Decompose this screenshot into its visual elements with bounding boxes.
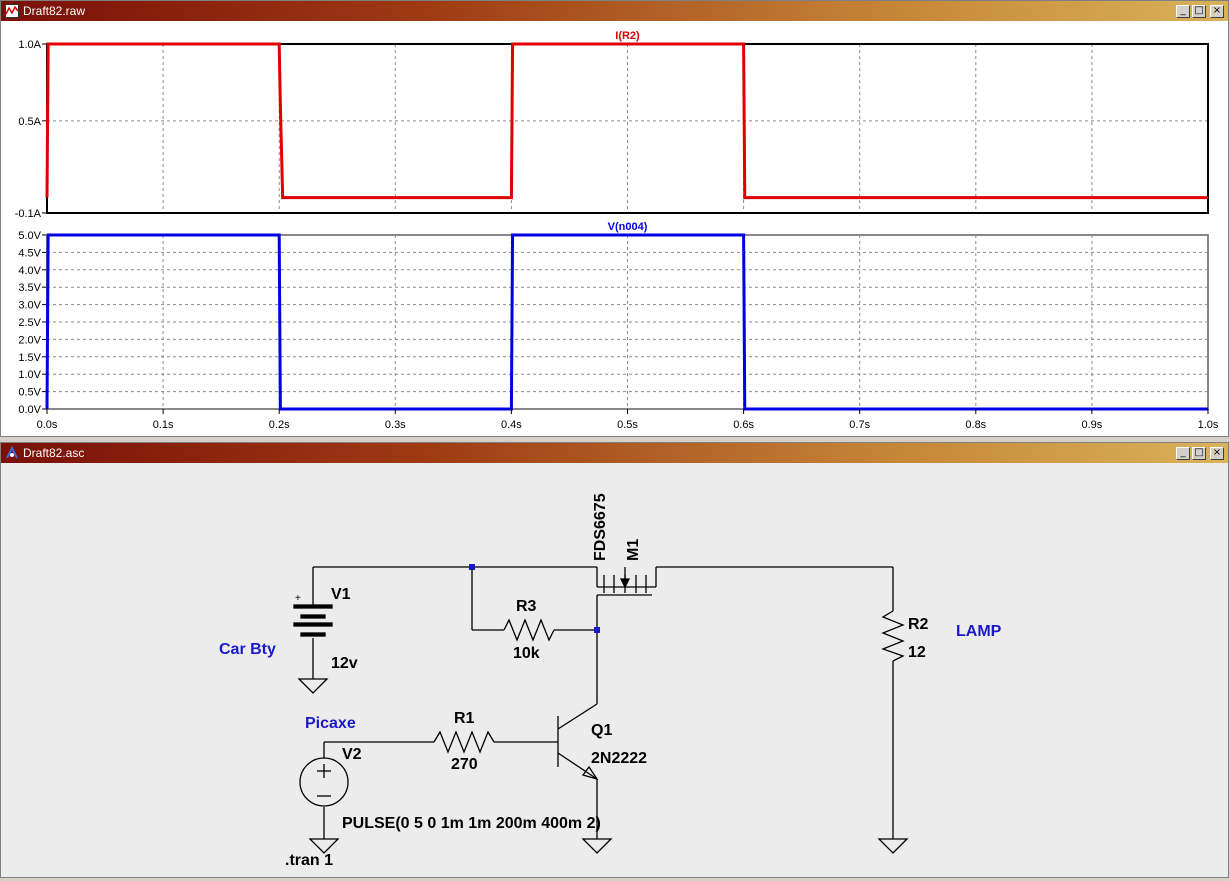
trace-label: I(R2) xyxy=(615,30,640,42)
transistor-q1-symbol[interactable] xyxy=(557,703,599,781)
resistor-r2-symbol[interactable] xyxy=(881,610,905,662)
battery-v1-symbol[interactable] xyxy=(293,604,333,637)
minimize-button[interactable]: _ xyxy=(1176,4,1190,18)
y-tick-label: 2.0V xyxy=(18,334,41,346)
y-tick-label: 1.0V xyxy=(18,369,41,381)
r2-value[interactable]: 12 xyxy=(908,644,926,661)
resistor-r3-symbol[interactable] xyxy=(503,618,555,642)
ground-icon xyxy=(297,678,329,694)
x-tick-label: 0.5s xyxy=(617,419,638,431)
schematic-window: Draft82.asc _ □ × xyxy=(0,442,1229,878)
y-tick-label: 4.5V xyxy=(18,247,41,259)
net-label-picaxe[interactable]: Picaxe xyxy=(305,715,356,732)
waveform-window-titlebar[interactable]: Draft82.raw _ □ × xyxy=(1,1,1228,21)
battery-plus-sign: + xyxy=(295,593,301,604)
y-tick-label: 3.5V xyxy=(18,282,41,294)
x-tick-label: 0.1s xyxy=(153,419,174,431)
waveform-icon xyxy=(5,4,19,18)
r1-value[interactable]: 270 xyxy=(451,756,478,773)
ground-icon xyxy=(308,838,340,854)
y-tick-label: 4.0V xyxy=(18,265,41,277)
x-tick-label: 0.2s xyxy=(269,419,290,431)
x-tick-label: 0.9s xyxy=(1082,419,1103,431)
y-tick-label: 0.5A xyxy=(18,116,41,128)
x-tick-label: 0.7s xyxy=(849,419,870,431)
y-tick-label: 3.0V xyxy=(18,300,41,312)
resistor-r1-symbol[interactable] xyxy=(433,730,495,754)
junction-dot xyxy=(594,627,600,633)
restore-button[interactable]: □ xyxy=(1192,446,1206,460)
r1-name[interactable]: R1 xyxy=(454,710,475,727)
m1-model[interactable]: FDS6675 xyxy=(592,493,609,561)
v1-name[interactable]: V1 xyxy=(331,586,351,603)
trace-line xyxy=(45,42,1208,200)
r3-name[interactable]: R3 xyxy=(516,598,537,615)
v1-value[interactable]: 12v xyxy=(331,655,358,672)
y-tick-label: -0.1A xyxy=(15,208,42,220)
x-tick-label: 0.0s xyxy=(37,419,58,431)
y-tick-label: 1.5V xyxy=(18,352,41,364)
waveform-window-title: Draft82.raw xyxy=(23,4,86,18)
net-label-lamp[interactable]: LAMP xyxy=(956,623,1002,640)
waveform-plot[interactable]: 1.0A 0.5A -0.1A I(R2) 5.0V 4.5V 4.0V 3.5V 3.0V 2.… xyxy=(1,21,1228,436)
x-tick-label: 0.4s xyxy=(501,419,522,431)
y-tick-label: 1.0A xyxy=(18,39,41,51)
x-tick-label: 0.3s xyxy=(385,419,406,431)
schematic-window-title: Draft82.asc xyxy=(23,446,85,460)
r2-name[interactable]: R2 xyxy=(908,616,929,633)
trace-label: V(n004) xyxy=(608,221,648,233)
m1-name[interactable]: M1 xyxy=(625,539,642,561)
v2-value[interactable]: PULSE(0 5 0 1m 1m 200m 400m 2) xyxy=(342,815,601,832)
q1-model[interactable]: 2N2222 xyxy=(591,750,647,767)
v2-name[interactable]: V2 xyxy=(342,746,362,763)
r3-value[interactable]: 10k xyxy=(513,645,540,662)
net-label-car-bty[interactable]: Car Bty xyxy=(219,641,276,658)
ground-icon xyxy=(877,838,909,854)
x-tick-label: 0.8s xyxy=(965,419,986,431)
ground-icon xyxy=(581,838,613,854)
y-tick-label: 5.0V xyxy=(18,230,41,242)
schematic-icon xyxy=(5,446,19,460)
y-tick-label: 0.5V xyxy=(18,387,41,399)
schematic-canvas[interactable]: + xyxy=(1,463,1228,877)
minimize-button[interactable]: _ xyxy=(1176,446,1190,460)
close-button[interactable]: × xyxy=(1210,446,1224,460)
x-tick-label: 1.0s xyxy=(1198,419,1219,431)
schematic-window-titlebar[interactable]: Draft82.asc _ □ × xyxy=(1,443,1228,463)
voltage-source-v2-symbol[interactable] xyxy=(299,757,349,807)
y-tick-label: 2.5V xyxy=(18,317,41,329)
y-tick-label: 0.0V xyxy=(18,404,41,416)
junction-dot xyxy=(469,564,475,570)
x-tick-label: 0.6s xyxy=(733,419,754,431)
q1-name[interactable]: Q1 xyxy=(591,722,612,739)
restore-button[interactable]: □ xyxy=(1192,4,1206,18)
mosfet-m1-symbol[interactable] xyxy=(596,567,657,599)
sim-directive[interactable]: .tran 1 xyxy=(285,852,333,869)
close-button[interactable]: × xyxy=(1210,4,1224,18)
waveform-window: Draft82.raw _ □ × 1.0A 0.5A -0.1A I(R2) 5.0V… xyxy=(0,0,1229,437)
